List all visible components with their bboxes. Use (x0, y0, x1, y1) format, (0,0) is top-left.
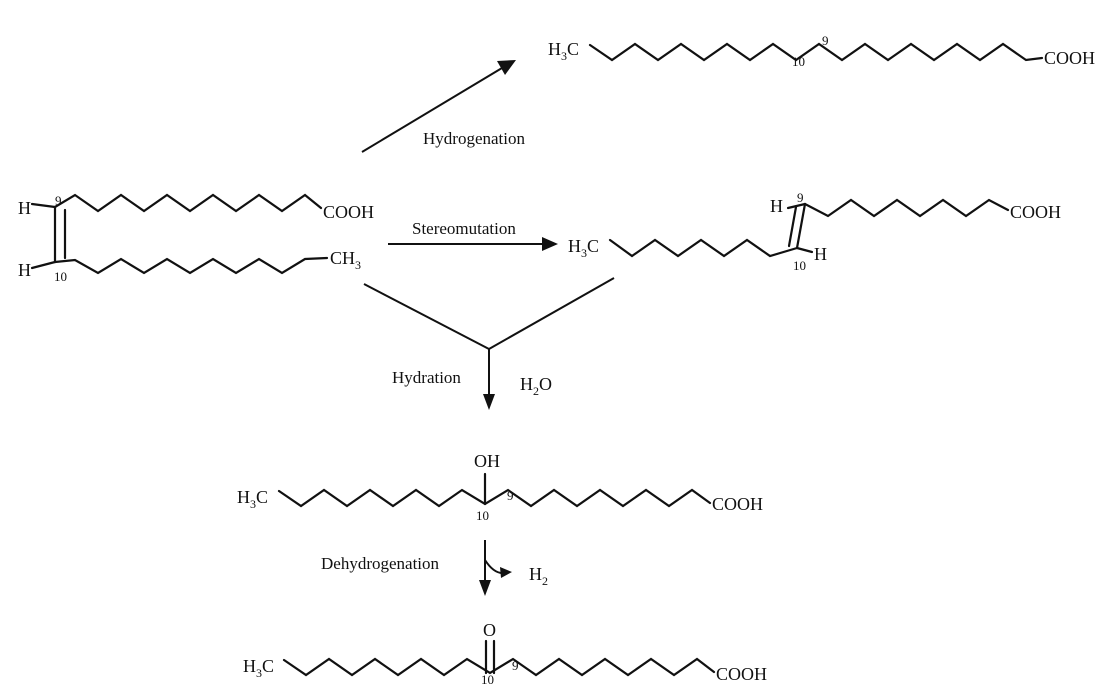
oxo-c9-label: 9 (512, 658, 519, 673)
hydroxy-methyl: H3C (237, 487, 268, 511)
hydrogen-byproduct: H2 (529, 564, 548, 588)
oxo-c10-label: 10 (481, 672, 494, 686)
oleic-acid: H H 9 10 COOH CH3 (18, 193, 374, 284)
elaidic-c9-label: 9 (797, 190, 804, 205)
carbonyl-oxygen: O (483, 620, 496, 640)
stereomutation-label: Stereomutation (412, 219, 516, 238)
elaidic-lower-chain (608, 238, 799, 258)
hydroxystearic-acid: H3C OH 9 10 COOH (237, 451, 763, 523)
oleic-lower-chain (53, 256, 329, 275)
oleic-carboxyl: COOH (323, 202, 374, 222)
hydroxyl-group: OH (474, 451, 500, 471)
stearic-c10-label: 10 (792, 54, 805, 69)
hydroxy-carboxyl: COOH (712, 494, 763, 514)
oxo-carboxyl: COOH (716, 664, 767, 684)
elaidic-acid: H3C H H 9 10 COOH (568, 190, 1061, 273)
elaidic-methyl: H3C (568, 236, 599, 260)
oleic-c10-label: 10 (54, 269, 67, 284)
elaidic-carboxyl: COOH (1010, 202, 1061, 222)
elaidic-upper-chain (803, 198, 1010, 218)
hydrogenation-arrow (361, 60, 516, 153)
stearic-acid: H3C 9 10 COOH (548, 33, 1095, 69)
hydroxy-c10-label: 10 (476, 508, 489, 523)
oxo-methyl: H3C (243, 656, 274, 680)
hydrogenation-label: Hydrogenation (423, 129, 525, 148)
water-reagent: H2O (520, 374, 552, 398)
oleic-upper-chain (53, 193, 323, 213)
methyl-group: H3C (548, 39, 579, 63)
stereomutation-arrow (388, 237, 558, 251)
elaidic-c10-label: 10 (793, 258, 806, 273)
hydroxy-chain (277, 488, 712, 508)
hydration-arrow (363, 277, 615, 410)
oleic-c9-label: 9 (55, 193, 62, 208)
h-atom-c10: H (18, 260, 31, 280)
oleic-methyl: CH3 (330, 248, 361, 272)
hydration-label: Hydration (392, 368, 461, 387)
dehydrogenation-arrow (479, 540, 512, 596)
h-atom-trans-c10: H (814, 244, 827, 264)
stearic-chain (588, 42, 1044, 62)
oxostearic-acid: H3C O 9 10 COOH (243, 620, 767, 686)
dehydrogenation-label: Dehydrogenation (321, 554, 440, 573)
carboxyl-group: COOH (1044, 48, 1095, 68)
hydroxy-c9-label: 9 (507, 488, 514, 503)
h-atom-c9: H (18, 198, 31, 218)
h-atom-trans-c9: H (770, 196, 783, 216)
oxo-chain (282, 657, 716, 677)
stearic-c9-label: 9 (822, 33, 829, 48)
